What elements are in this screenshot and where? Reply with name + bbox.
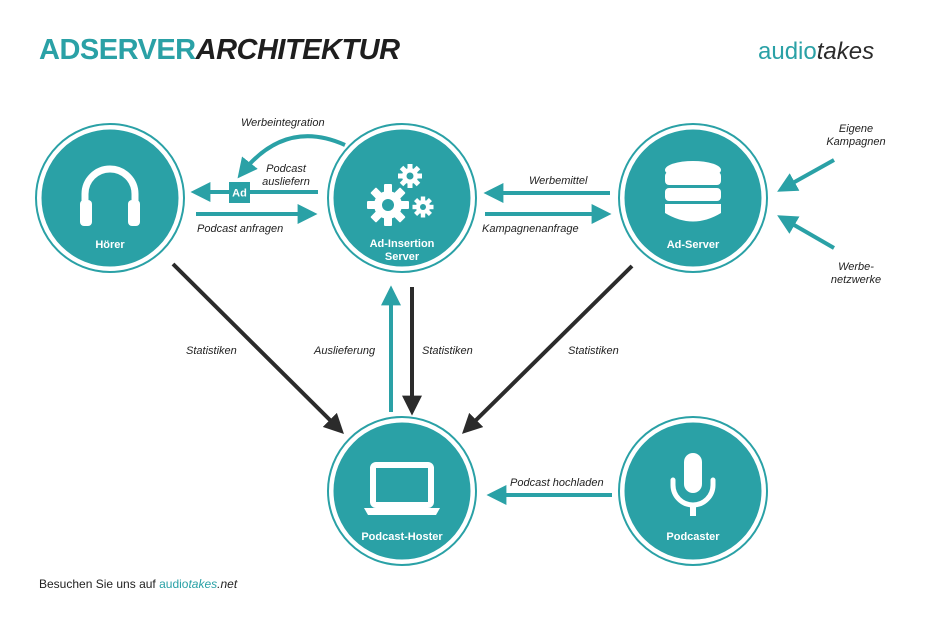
edge-label-podcast-hochladen: Podcast hochladen	[510, 477, 604, 489]
edge-label-statistiken-right: Statistiken	[568, 345, 619, 357]
page-title: ADSERVERARCHITEKTUR	[39, 36, 400, 65]
arrow-statistiken-left	[171, 262, 344, 434]
node-label-ad-insertion-line1: Ad-Insertion	[370, 238, 435, 250]
edge-label-podcast-ausliefern-line1: Podcast	[266, 163, 307, 175]
edge-label-werbeintegration: Werbeintegration	[241, 117, 325, 129]
edge-label-werbenetzwerke-line1: Werbe-	[838, 261, 874, 273]
edge-label-werbemittel: Werbemittel	[529, 175, 588, 187]
brand-logo: audiotakes	[758, 40, 874, 64]
title-part2: ARCHITEKTUR	[195, 34, 400, 66]
edge-label-statistiken-left: Statistiken	[186, 345, 237, 357]
node-ad-server: Ad-Server	[618, 123, 768, 273]
edge-label-eigene-kampagnen-line2: Kampagnen	[826, 136, 885, 148]
arrow-werbeintegration	[237, 134, 346, 179]
arrow-statistiken-right	[462, 264, 634, 434]
ad-badge-label: Ad	[232, 188, 247, 200]
footer-prefix: Besuchen Sie uns auf	[39, 577, 160, 591]
edge-label-statistiken-center: Statistiken	[422, 345, 473, 357]
microphone-icon	[670, 453, 716, 516]
edge-label-podcast-ausliefern-line2: ausliefern	[262, 176, 310, 188]
gears-icon	[367, 164, 434, 226]
edge-label-podcast-anfragen: Podcast anfragen	[197, 223, 283, 235]
node-label-podcast-hoster: Podcast-Hoster	[361, 531, 443, 543]
node-hoerer: Hörer	[35, 123, 185, 273]
footer-brand-part1[interactable]: audio	[159, 577, 189, 591]
edge-label-werbenetzwerke-line2: netzwerke	[831, 274, 881, 286]
ad-badge: Ad	[229, 182, 250, 203]
laptop-icon	[364, 462, 440, 515]
brand-part2: takes	[816, 38, 875, 65]
arrow-werbenetzwerke	[777, 215, 835, 250]
edge-label-eigene-kampagnen-line1: Eigene	[839, 123, 873, 135]
node-ad-insertion-server: Ad-Insertion Server	[327, 123, 477, 273]
node-podcaster: Podcaster	[618, 416, 768, 566]
node-label-hoerer: Hörer	[95, 239, 125, 251]
brand-part1: audio	[758, 38, 817, 65]
edge-label-kampagnenanfrage: Kampagnenanfrage	[482, 223, 579, 235]
edge-label-auslieferung: Auslieferung	[313, 345, 376, 357]
database-icon	[665, 161, 721, 222]
node-label-ad-insertion-line2: Server	[385, 251, 420, 263]
footer: Besuchen Sie uns auf audiotakes.net	[39, 577, 237, 591]
footer-tld[interactable]: .net	[217, 577, 238, 591]
node-label-podcaster: Podcaster	[666, 531, 720, 543]
node-label-ad-server: Ad-Server	[667, 239, 720, 251]
arrow-eigene-kampagnen	[777, 158, 835, 192]
headphones-icon	[80, 165, 140, 226]
footer-brand-part2[interactable]: takes	[188, 577, 218, 591]
title-part1: ADSERVER	[39, 34, 196, 66]
node-podcast-hoster: Podcast-Hoster	[327, 416, 477, 566]
